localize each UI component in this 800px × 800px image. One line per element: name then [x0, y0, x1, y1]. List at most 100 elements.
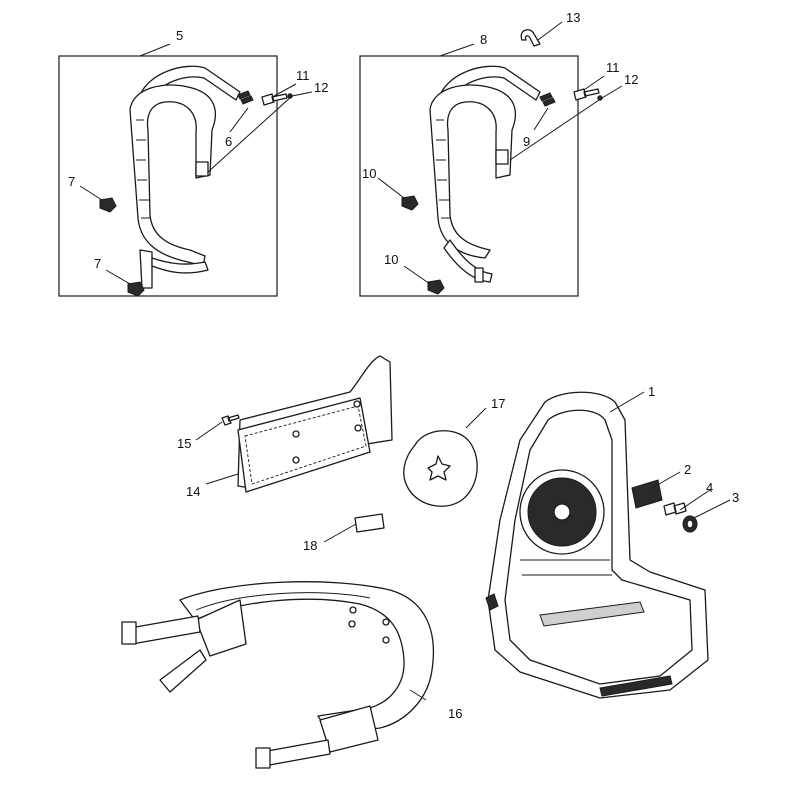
- leader-6: [229, 107, 249, 133]
- screw-11-right: [573, 88, 600, 101]
- harness-box-right: [359, 55, 579, 297]
- harness-assembly-right: [359, 29, 603, 297]
- belt-strap-left: [129, 615, 201, 645]
- back-pad-hole: [292, 430, 300, 438]
- belt-hole: [382, 636, 390, 644]
- belt-buckle-left: [121, 621, 137, 645]
- leader-16: [409, 689, 427, 701]
- back-frame-1: [485, 391, 709, 699]
- pad-7-upper: [99, 197, 117, 213]
- leader-17: [465, 407, 487, 429]
- pad-10-lower: [427, 279, 445, 295]
- lower-strap-left: [139, 249, 153, 289]
- callout-11a: 11: [296, 68, 310, 83]
- shoulder-pad-right: [429, 84, 516, 259]
- leader-8: [439, 43, 475, 57]
- leader-3: [693, 499, 731, 519]
- frame-inner: [504, 409, 693, 685]
- callout-6: 6: [225, 134, 232, 149]
- leader-11a: [273, 83, 297, 97]
- back-pad-hole: [353, 400, 361, 408]
- callout-18: 18: [303, 538, 317, 553]
- leader-lines: [79, 21, 731, 701]
- fan-hub: [553, 503, 571, 521]
- leader-12a: [207, 91, 313, 173]
- leader-18: [323, 523, 357, 543]
- leader-5: [139, 43, 171, 57]
- leader-14: [205, 473, 239, 485]
- leader-15: [195, 421, 223, 441]
- strap-clip-right: [474, 267, 484, 283]
- belt-tail-left: [159, 649, 207, 693]
- spring-9: [539, 92, 556, 107]
- leader-7a: [79, 185, 103, 201]
- leader-7b: [105, 269, 131, 285]
- harness-box-left: [58, 55, 278, 297]
- callout-16: 16: [448, 706, 462, 721]
- back-pad-14: [221, 355, 393, 493]
- callout-2: 2: [684, 462, 691, 477]
- waist-belt-16: [121, 581, 435, 769]
- back-pad-hole: [292, 456, 300, 464]
- leader-10b: [403, 265, 431, 285]
- spring-6: [237, 90, 254, 105]
- callout-5: 5: [176, 28, 183, 43]
- hook-13: [520, 29, 541, 47]
- leader-11b: [583, 75, 605, 91]
- belt-strap-right: [261, 739, 331, 767]
- back-pad-hole: [354, 424, 362, 432]
- pad-10-upper: [401, 195, 419, 211]
- callout-4: 4: [706, 480, 713, 495]
- callout-7a: 7: [68, 174, 75, 189]
- frame-ribs: [520, 559, 612, 576]
- pin-4: [663, 502, 687, 516]
- callout-8: 8: [480, 32, 487, 47]
- strap-buckle-right: [495, 149, 509, 165]
- belt-hole: [382, 618, 390, 626]
- label-18: [354, 513, 385, 533]
- frame-side-mount: [485, 593, 499, 611]
- leader-12b: [509, 85, 623, 161]
- screw-11-left: [261, 93, 288, 106]
- leader-10a: [377, 177, 405, 199]
- leader-13: [537, 21, 563, 41]
- strap-buckle-left: [195, 161, 209, 177]
- callout-1: 1: [648, 384, 655, 399]
- callout-3: 3: [732, 490, 739, 505]
- callout-12b: 12: [624, 72, 638, 87]
- callout-labels: 5 6 7 7 11 12 8 9 10 10 11 12 13 14 15 1…: [68, 10, 739, 721]
- belt-left-panel: [195, 599, 247, 657]
- belt-hole: [348, 620, 356, 628]
- spring-2: [631, 479, 663, 509]
- disc-17-center: [427, 455, 451, 481]
- pad-7-lower: [127, 281, 145, 297]
- callout-12a: 12: [314, 80, 328, 95]
- belt-edge: [195, 592, 371, 611]
- callout-15: 15: [177, 436, 191, 451]
- belt-hole: [349, 606, 357, 614]
- strap-tail-left: [151, 257, 209, 274]
- belt-pad: [179, 581, 435, 735]
- callout-14: 14: [186, 484, 200, 499]
- callout-17: 17: [491, 396, 505, 411]
- callout-10b: 10: [384, 252, 398, 267]
- pad-stitching-right: [436, 119, 451, 219]
- leader-2: [651, 471, 681, 489]
- screw-15: [221, 414, 240, 426]
- leader-9: [533, 107, 549, 131]
- callout-10a: 10: [362, 166, 376, 181]
- back-pad-stitching: [244, 405, 367, 485]
- callout-7b: 7: [94, 256, 101, 271]
- cap-3-inner: [686, 519, 694, 529]
- leader-4: [679, 489, 711, 511]
- callout-11b: 11: [606, 60, 620, 75]
- leader-1: [609, 391, 645, 413]
- frame-base-grip: [599, 675, 673, 697]
- frame-base-slot: [539, 601, 645, 627]
- callout-9: 9: [523, 134, 530, 149]
- back-pad-front: [237, 397, 371, 493]
- belt-buckle-right: [255, 747, 271, 769]
- callout-13: 13: [566, 10, 580, 25]
- pad-stitching-left: [136, 119, 151, 219]
